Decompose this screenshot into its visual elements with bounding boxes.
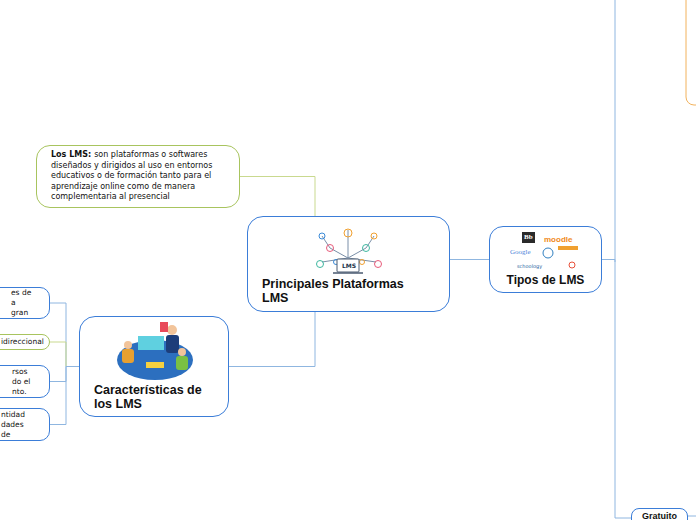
node-text: es de a gran <box>11 288 35 318</box>
branch-connector <box>50 303 79 367</box>
branch-connector <box>50 367 79 382</box>
node-text: Características de los LMS <box>94 383 217 411</box>
branch-connector <box>50 342 79 367</box>
node-text: Tipos de LMS <box>494 273 597 287</box>
node-text: idireccional <box>1 337 45 347</box>
definition-box: Los LMS:son plataformas o softwares dise… <box>36 145 240 208</box>
logo-text: schoology <box>517 264 542 269</box>
subtopic-box: rsos do el nto. <box>0 365 50 398</box>
node-text: Gratuito <box>634 511 685 520</box>
text-heading: Los LMS: <box>51 150 91 159</box>
logo-text: Google <box>510 249 531 256</box>
node-text: ntidad dades de <box>1 410 35 440</box>
branch-connector <box>602 260 631 519</box>
branch-line <box>688 516 696 517</box>
subtopic-box: Gratuito <box>631 508 688 520</box>
branch-connector <box>240 177 315 217</box>
logo-text: moodle <box>544 236 572 244</box>
topic-box: Características de los LMS <box>79 316 229 417</box>
node-text: Principales Plataformas LMS <box>262 277 420 305</box>
branch-connector <box>50 367 79 425</box>
branch-line <box>615 0 616 262</box>
icon-label: LMS <box>342 263 356 269</box>
offscreen-box <box>686 0 696 105</box>
subtopic-box: es de a gran <box>0 287 50 319</box>
text-block: Los LMS:son plataformas o softwares dise… <box>51 150 229 203</box>
logo-text: Bb <box>522 232 535 243</box>
branch-connector <box>450 259 489 260</box>
subtopic-box: ntidad dades de <box>0 408 50 441</box>
branch-connector <box>229 312 315 367</box>
node-text: rsos do el nto. <box>12 367 35 397</box>
subtopic-box: idireccional <box>0 334 50 350</box>
